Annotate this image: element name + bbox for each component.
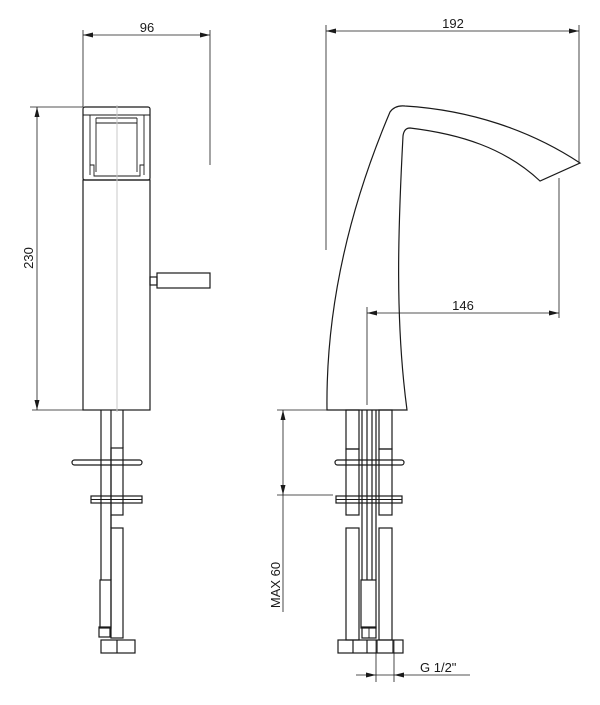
front-view-fittings (334, 409, 405, 654)
dimension-height-label: 230 (21, 247, 36, 269)
dimension-width: 96 (82, 20, 211, 165)
dimension-thread: G 1/2" (356, 640, 470, 682)
dimension-max-deck-label: MAX 60 (268, 562, 283, 608)
dimension-thread-label: G 1/2" (420, 660, 457, 675)
dimension-max-deck: MAX 60 (268, 409, 333, 612)
dimension-overall-reach-label: 192 (442, 16, 464, 31)
dimension-spout-reach-label: 146 (452, 298, 474, 313)
handle-cap (82, 106, 151, 181)
spout-body (326, 105, 582, 411)
side-view: 96 230 (21, 20, 211, 654)
dimension-spout-reach: 146 (366, 178, 560, 405)
tap-body (82, 105, 151, 412)
dimension-width-label: 96 (140, 20, 154, 35)
dimension-overall-reach: 192 (325, 16, 580, 250)
front-view: 192 146 MAX 60 (268, 16, 582, 682)
side-view-fittings (71, 410, 143, 654)
lever-handle (149, 272, 211, 289)
dimension-height: 230 (21, 106, 83, 411)
